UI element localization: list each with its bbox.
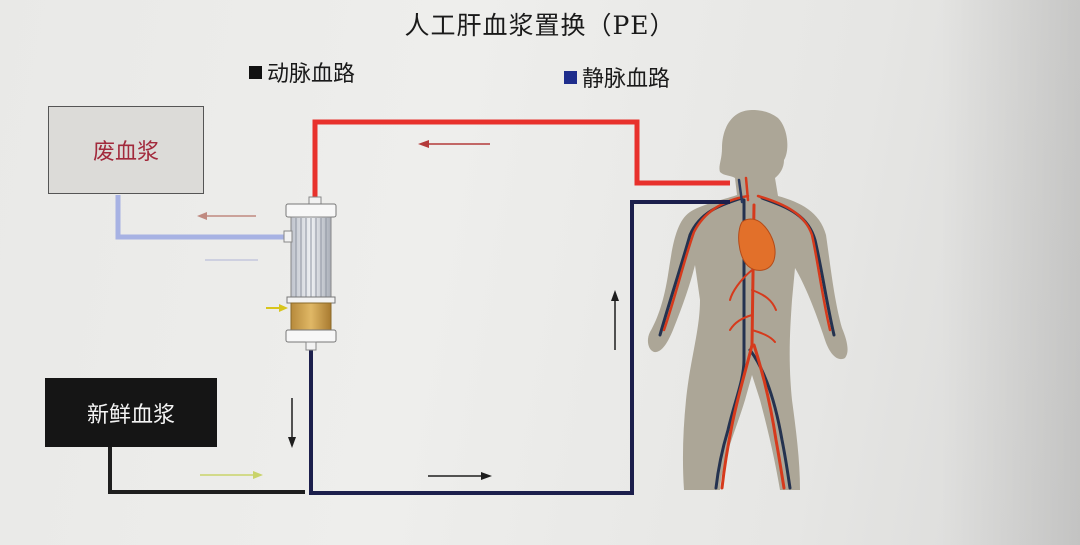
heart [738,218,776,271]
vascular-system [658,176,836,490]
plasma-separator [266,196,337,351]
separator-outlet-nozzle [305,341,317,351]
jugular-vein [737,178,744,204]
venous-tubing [309,200,730,495]
separator-plasma-section [290,302,332,331]
artery-branches [729,269,777,343]
arterial-tubing [312,119,730,202]
legend-venous-swatch [564,70,577,84]
separator-inflow-arrowhead [279,304,288,312]
artery-trunk [720,203,786,490]
waste-flow-arrowhead [197,212,207,220]
fresh-flow-arrowhead [253,471,263,479]
human-body [647,110,848,490]
separator-bottom-cap [285,329,337,343]
separator-top-cap [285,203,337,218]
separator-fibers [295,218,327,297]
separator-middle-ring [286,296,336,304]
waste-tubing [115,195,290,240]
carotid-artery [744,176,750,202]
legend-arterial-label: 动脉血路 [267,62,356,87]
legend-venous: 静脉血路 [564,61,670,93]
waste-plasma-line [115,195,290,261]
venous-flow-arrowhead-down [288,437,296,448]
legend-arterial: 动脉血路 [249,56,355,88]
separator-side-port [283,230,293,243]
venous-flow-arrowhead-up [611,290,619,301]
venous-line [288,200,730,495]
legend-arterial-swatch [249,65,262,79]
arterial-line [312,119,730,202]
legend-venous-label: 静脉血路 [582,67,671,92]
venous-flow-arrowhead-right [481,472,492,480]
waste-plasma-label: 废血浆 [92,140,159,165]
arterial-flow-arrowhead [418,140,429,148]
fresh-plasma-label: 新鲜血浆 [86,402,175,428]
fresh-plasma-line [108,447,305,494]
diagram-title: 人工肝血浆置换（PE） [404,11,676,40]
body-silhouette [647,110,848,490]
waste-plasma-box: 废血浆 [48,106,204,194]
fresh-plasma-box: 新鲜血浆 [45,378,217,447]
fresh-tubing [108,447,305,494]
